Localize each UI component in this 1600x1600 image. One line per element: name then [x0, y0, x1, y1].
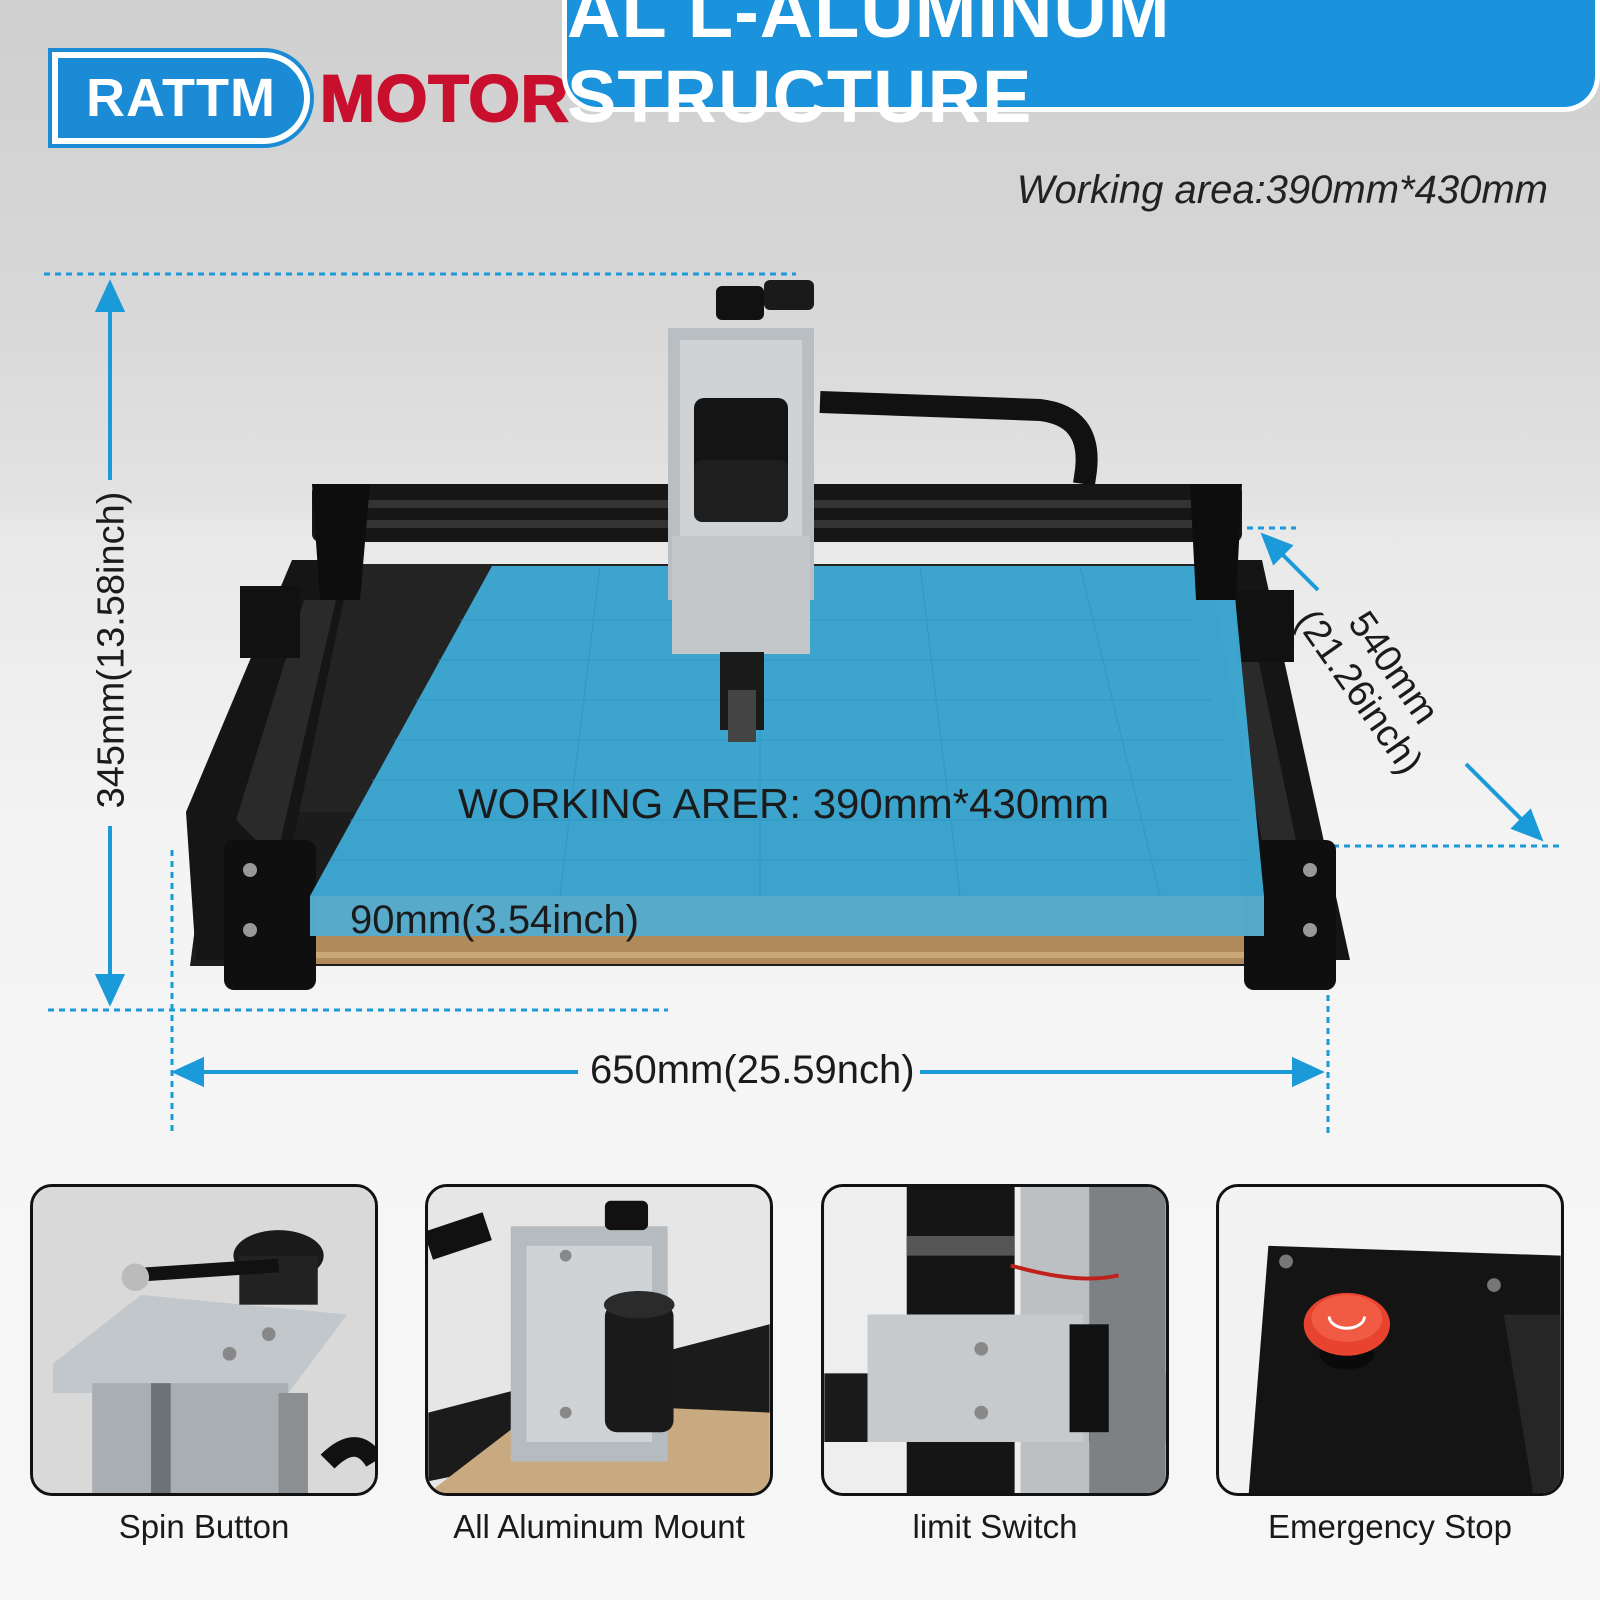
height-dimension-label: 345mm(13.58inch) [90, 491, 133, 809]
feature-card-aluminum-mount [425, 1184, 773, 1496]
feature-card-emergency-stop [1216, 1184, 1564, 1496]
feature-label-aluminum-mount: All Aluminum Mount [453, 1508, 745, 1545]
emergency-stop-photo [1219, 1187, 1561, 1493]
feature-label-spin-button: Spin Button [118, 1508, 290, 1545]
cnc-machine-illustration [44, 272, 1560, 1134]
aluminum-mount-photo [428, 1187, 770, 1493]
limit-switch-photo [824, 1187, 1166, 1493]
feature-label-emergency-stop: Emergency Stop [1268, 1508, 1512, 1545]
spindle-assembly [668, 280, 814, 742]
working-area-label: WORKING ARER: 390mm*430mm [458, 780, 1110, 827]
title-banner: AL L-ALUMINUM STRUCTURE [562, 0, 1600, 138]
brand-name: RATTM [86, 68, 276, 128]
work-area-bed [310, 565, 1264, 936]
working-area-note: Working area:390mm*430mm [1016, 168, 1548, 212]
brand-logo-pill: RATTM [52, 52, 310, 144]
thickness-dimension-label: 90mm(3.54inch) [350, 898, 640, 942]
feature-card-spin-button [30, 1184, 378, 1496]
feature-label-limit-switch: limit Switch [912, 1508, 1078, 1545]
dimension-arrows [94, 279, 1544, 1088]
page-title: AL L-ALUMINUM STRUCTURE [567, 0, 1171, 138]
feature-card-limit-switch [821, 1184, 1169, 1496]
brand-suffix: MOTOR [319, 60, 570, 136]
width-dimension-label: 650mm(25.59nch) [590, 1048, 915, 1092]
spin-button-photo [33, 1187, 375, 1493]
